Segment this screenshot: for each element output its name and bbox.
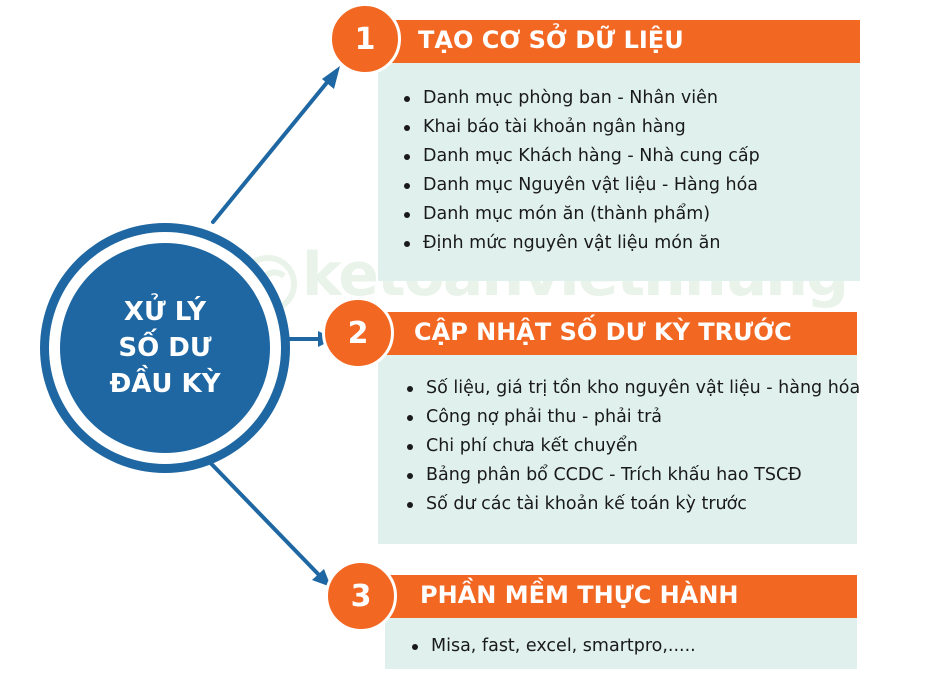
- bullet-icon: [407, 415, 413, 421]
- step-3-title: PHẦN MỀM THỰC HÀNH: [420, 581, 739, 609]
- step-1-title: TẠO CƠ SỞ DỮ LIỆU: [418, 26, 684, 54]
- step-2-list: Số liệu, giá trị tồn kho nguyên vật liệu…: [407, 374, 860, 519]
- step-1-title-bar: [366, 20, 860, 63]
- list-item: Danh mục Khách hàng - Nhà cung cấp: [404, 142, 760, 171]
- step-1-number: 1: [354, 21, 376, 57]
- list-item-text: Danh mục Nguyên vật liệu - Hàng hóa: [423, 175, 759, 195]
- step-2-title-bar: [362, 312, 857, 355]
- list-item: Công nợ phải thu - phải trả: [407, 403, 860, 432]
- bullet-icon: [412, 644, 418, 650]
- step-3-title-bar: [363, 575, 857, 618]
- list-item-text: Danh mục phòng ban - Nhân viên: [423, 88, 718, 108]
- list-item-text: Danh mục Khách hàng - Nhà cung cấp: [423, 146, 760, 166]
- list-item: Bảng phân bổ CCDC - Trích khấu hao TSCĐ: [407, 461, 860, 490]
- arrow-head-icon: [322, 66, 340, 89]
- step-2-number-badge: 2: [322, 297, 394, 369]
- hub-title-line-2: SỐ DƯ: [118, 333, 212, 363]
- list-item: Misa, fast, excel, smartpro,.....: [412, 632, 696, 661]
- bullet-icon: [404, 154, 410, 160]
- hub-title-line-1: XỬ LÝ: [123, 297, 207, 327]
- list-item-text: Khai báo tài khoản ngân hàng: [423, 117, 686, 137]
- list-item-text: Công nợ phải thu - phải trả: [426, 407, 663, 427]
- hub-title: XỬ LÝ SỐ DƯ ĐẦU KỲ: [109, 294, 220, 402]
- list-item: Chi phí chưa kết chuyển: [407, 432, 860, 461]
- bullet-icon: [404, 96, 410, 102]
- bullet-icon: [404, 125, 410, 131]
- bullet-icon: [407, 502, 413, 508]
- list-item: Số liệu, giá trị tồn kho nguyên vật liệu…: [407, 374, 860, 403]
- list-item: Định mức nguyên vật liệu món ăn: [404, 229, 760, 258]
- bullet-icon: [407, 386, 413, 392]
- step-3-list: Misa, fast, excel, smartpro,.....: [412, 632, 696, 661]
- bullet-icon: [404, 183, 410, 189]
- list-item-text: Định mức nguyên vật liệu món ăn: [423, 233, 721, 253]
- list-item-text: Danh mục món ăn (thành phẩm): [423, 204, 711, 224]
- step-3-panel: [385, 617, 857, 669]
- bullet-icon: [407, 473, 413, 479]
- step-1-number-badge: 1: [329, 3, 401, 75]
- step-3-number-badge: 3: [325, 560, 397, 632]
- list-item: Danh mục phòng ban - Nhân viên: [404, 84, 760, 113]
- step-2-panel: [378, 354, 857, 544]
- step-3-number: 3: [350, 578, 372, 614]
- step-1-list: Danh mục phòng ban - Nhân viên Khai báo …: [404, 84, 760, 258]
- list-item-text: Bảng phân bổ CCDC - Trích khấu hao TSCĐ: [426, 465, 802, 485]
- bullet-icon: [404, 212, 410, 218]
- step-2-title: CẬP NHẬT SỐ DƯ KỲ TRƯỚC: [414, 318, 792, 346]
- list-item-text: Số dư các tài khoản kế toán kỳ trước: [426, 494, 747, 514]
- list-item: Số dư các tài khoản kế toán kỳ trước: [407, 490, 860, 519]
- bullet-icon: [407, 444, 413, 450]
- arrow-to-step-1: [211, 78, 331, 224]
- arrow-to-step-3: [194, 446, 322, 578]
- list-item: Khai báo tài khoản ngân hàng: [404, 113, 760, 142]
- list-item-text: Misa, fast, excel, smartpro,.....: [431, 636, 696, 656]
- list-item: Danh mục món ăn (thành phẩm): [404, 200, 760, 229]
- hub-circle: XỬ LÝ SỐ DƯ ĐẦU KỲ: [60, 243, 270, 453]
- step-1-panel: [378, 63, 860, 281]
- hub-title-line-3: ĐẦU KỲ: [109, 369, 221, 399]
- step-2-number: 2: [347, 315, 369, 351]
- bullet-icon: [404, 241, 410, 247]
- list-item: Danh mục Nguyên vật liệu - Hàng hóa: [404, 171, 760, 200]
- list-item-text: Số liệu, giá trị tồn kho nguyên vật liệu…: [426, 378, 861, 398]
- list-item-text: Chi phí chưa kết chuyển: [426, 436, 638, 456]
